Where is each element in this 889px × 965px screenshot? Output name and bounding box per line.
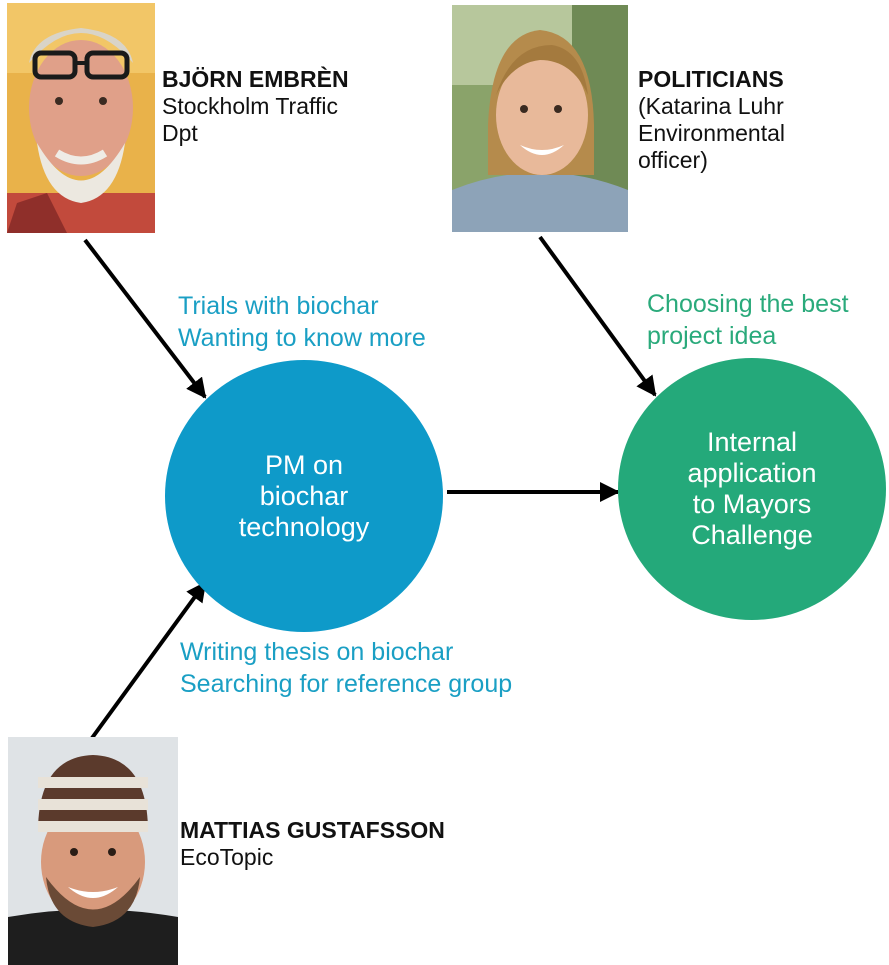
person-role: EcoTopic bbox=[180, 844, 274, 870]
note-trials: Trials with biochar Wanting to know more bbox=[178, 290, 426, 354]
node-internal-application: Internal application to Mayors Challenge bbox=[618, 358, 886, 620]
note-line: Choosing the best bbox=[647, 290, 849, 318]
arrow-mattias-to-pm bbox=[90, 581, 207, 740]
note-line: Trials with biochar bbox=[178, 292, 379, 320]
note-choosing: Choosing the best project idea bbox=[647, 288, 849, 352]
note-line: Writing thesis on biochar bbox=[180, 638, 454, 666]
person-role: Environmental bbox=[638, 120, 786, 146]
person-role: Stockholm Traffic bbox=[162, 93, 338, 119]
person-bjorn: BJÖRN EMBRÈN Stockholm Traffic Dpt bbox=[162, 66, 349, 147]
arrow-bjorn-to-pm bbox=[83, 238, 207, 399]
node-label: Challenge bbox=[691, 520, 813, 550]
node-label: Internal bbox=[706, 427, 798, 457]
person-politicians: POLITICIANS (Katarina Luhr Environmental… bbox=[638, 66, 785, 174]
node-label: biochar bbox=[259, 480, 349, 511]
person-name: POLITICIANS bbox=[638, 66, 784, 92]
note-thesis: Writing thesis on biochar Searching for … bbox=[180, 636, 512, 700]
arrow-politicians-to-internal bbox=[538, 235, 657, 397]
bearded-man-with-glasses-photo-icon bbox=[7, 3, 155, 233]
node-label: technology bbox=[238, 511, 370, 542]
note-line: project idea bbox=[647, 322, 777, 350]
person-name: BJÖRN EMBRÈN bbox=[162, 66, 349, 92]
person-role: officer) bbox=[638, 147, 708, 173]
note-line: Wanting to know more bbox=[178, 324, 426, 352]
node-label: application bbox=[687, 458, 817, 488]
node-label: to Mayors bbox=[692, 489, 812, 519]
note-line: Searching for reference group bbox=[180, 670, 513, 698]
person-name: MATTIAS GUSTAFSSON bbox=[180, 817, 445, 843]
node-label: PM on bbox=[264, 449, 344, 480]
smiling-woman-photo-icon bbox=[452, 5, 628, 232]
person-role: Dpt bbox=[162, 120, 198, 146]
man-in-knit-hat-photo-icon bbox=[8, 737, 178, 965]
person-mattias: MATTIAS GUSTAFSSON EcoTopic bbox=[180, 817, 445, 871]
node-pm-biochar: PM on biochar technology bbox=[165, 360, 443, 632]
person-role: (Katarina Luhr bbox=[638, 93, 784, 119]
